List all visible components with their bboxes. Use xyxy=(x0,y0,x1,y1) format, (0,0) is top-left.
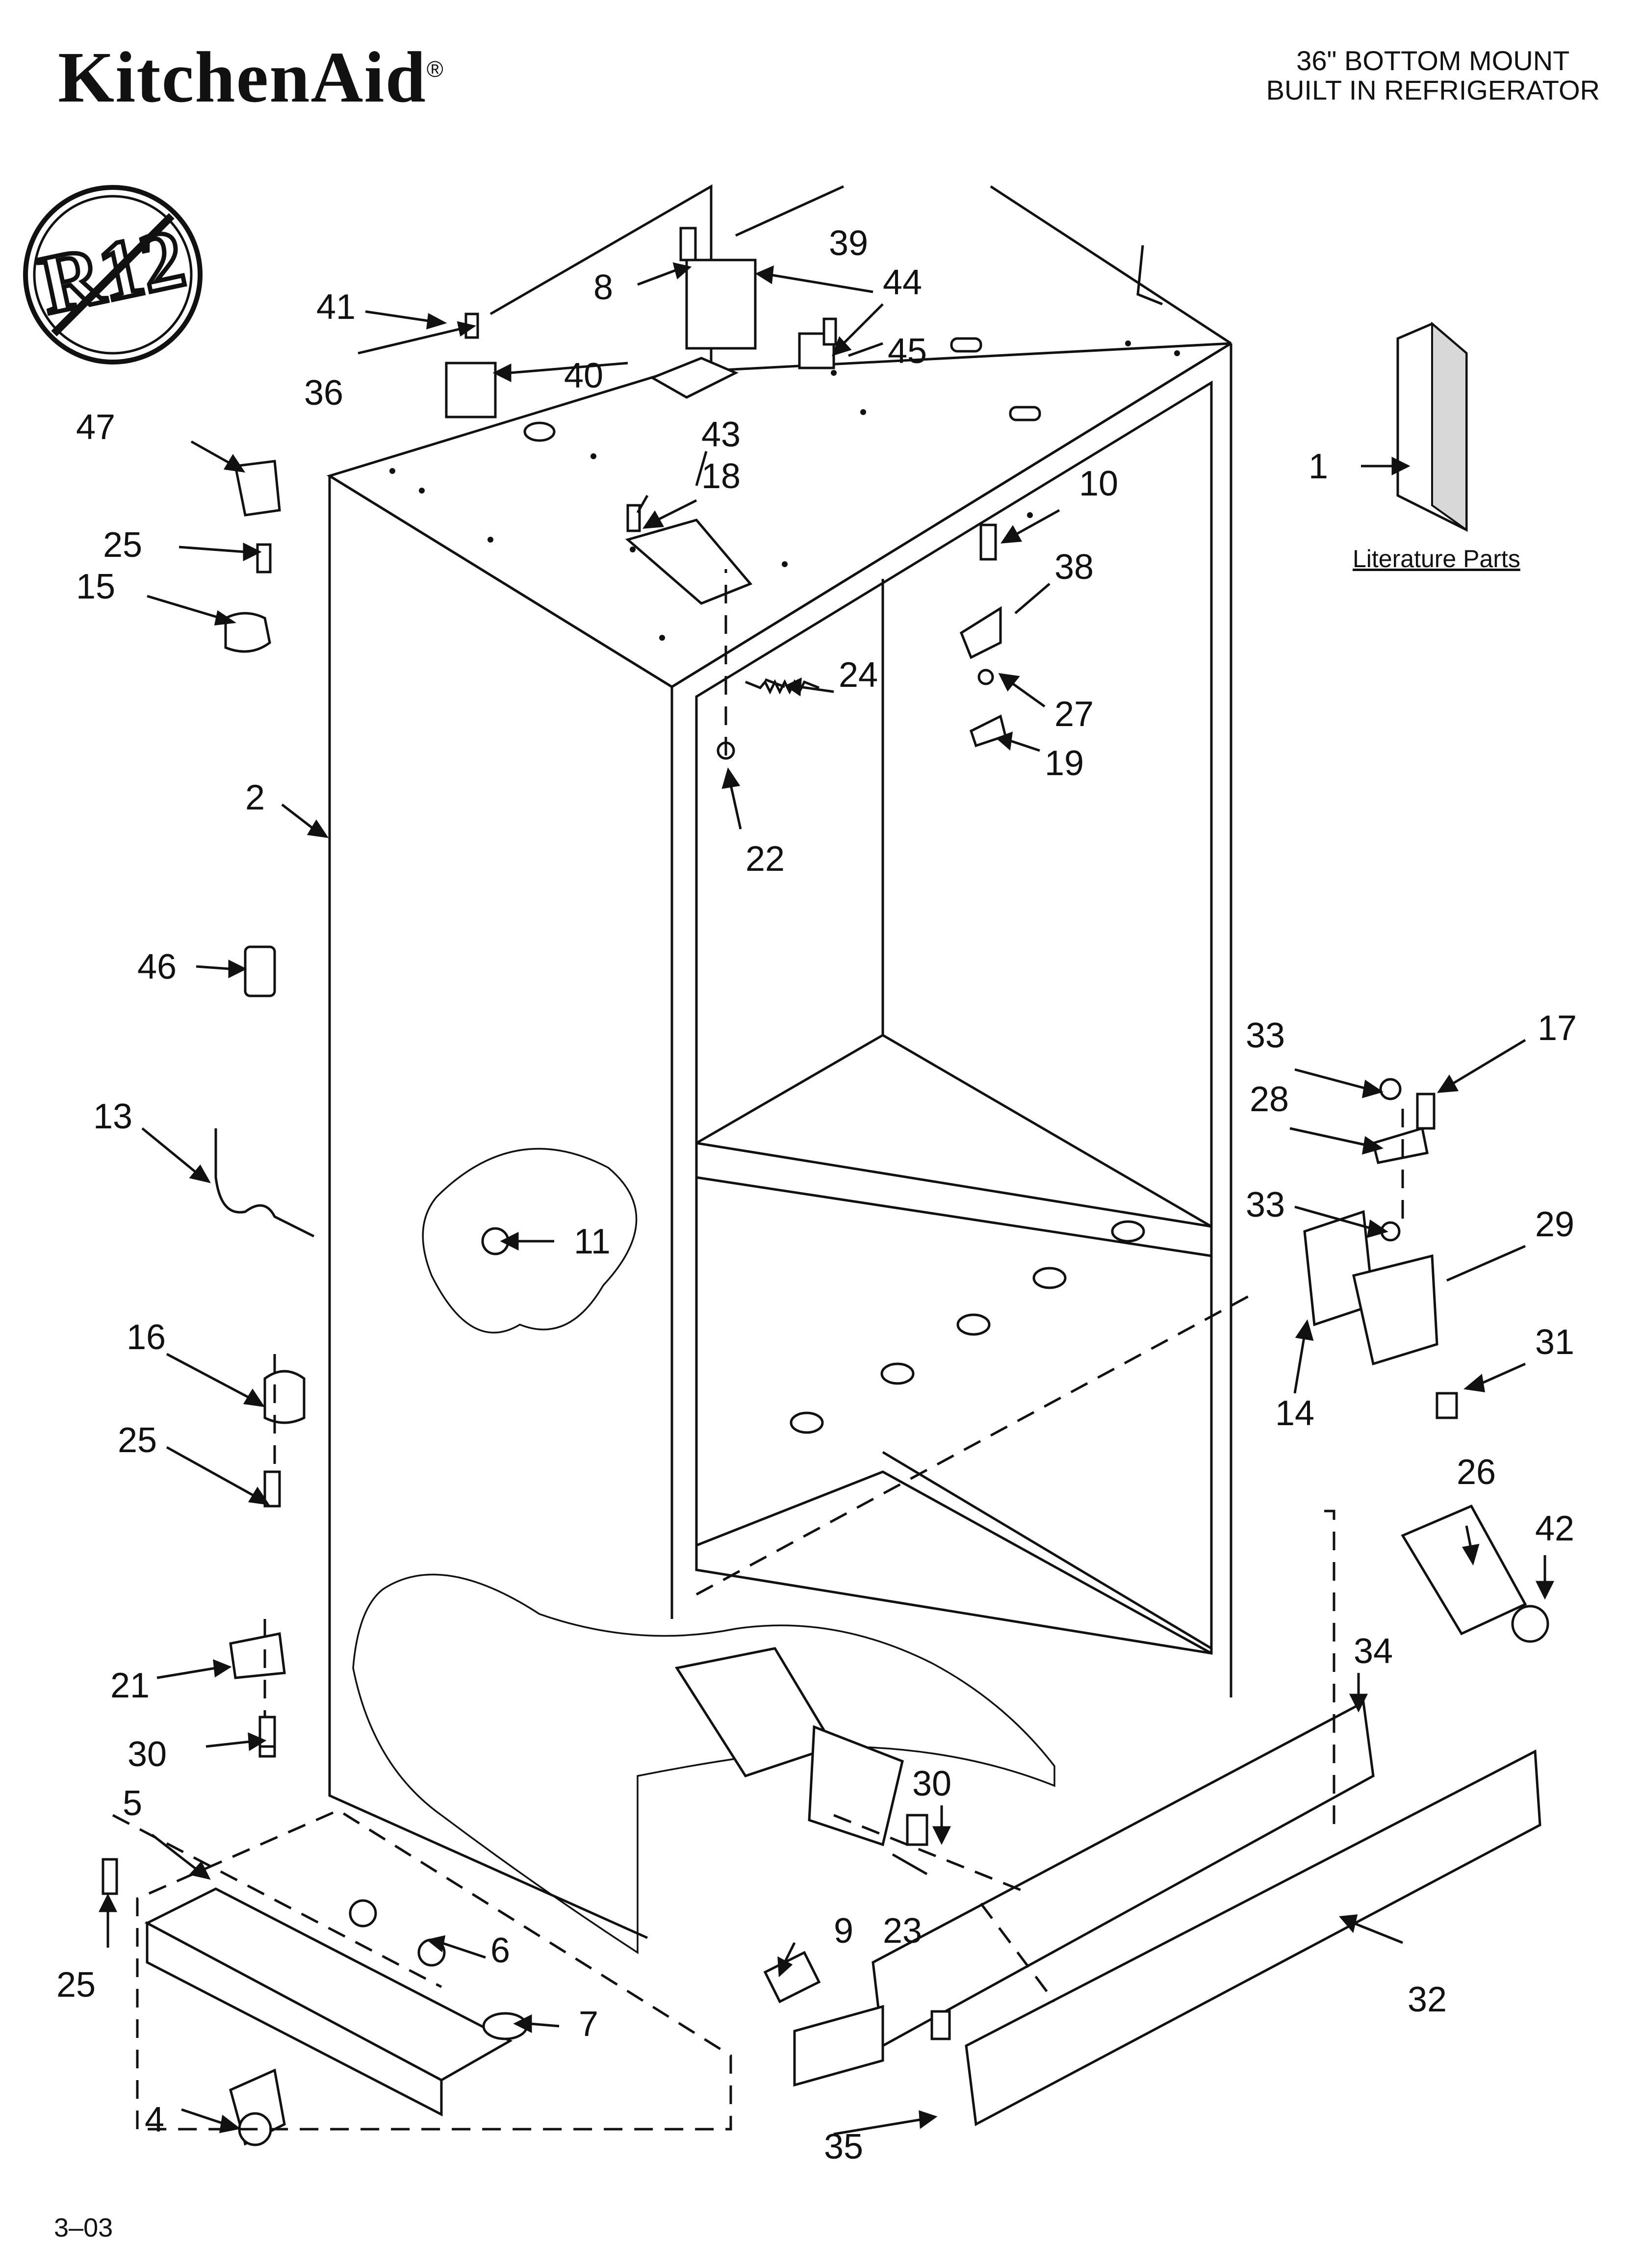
model-title-line1: 36" BOTTOM MOUNT xyxy=(1296,45,1570,76)
cabinet-liner xyxy=(326,184,1232,1955)
callout-32: 32 xyxy=(1408,1980,1447,2019)
model-title-line2: BUILT IN REFRIGERATOR xyxy=(1266,75,1600,105)
callout-43: 43 xyxy=(701,415,741,454)
callout-25b: 25 xyxy=(118,1421,157,1460)
callout-arrows xyxy=(98,262,1555,2136)
callout-numbers: 1 2 4 5 6 7 8 9 10 11 13 14 15 16 17 18 … xyxy=(56,224,1577,2166)
callout-35: 35 xyxy=(824,2127,863,2166)
callout-19: 19 xyxy=(1045,744,1084,783)
callout-10: 10 xyxy=(1079,464,1118,503)
callout-25c: 25 xyxy=(56,1965,96,2005)
callout-9: 9 xyxy=(834,1911,853,1951)
callout-25a: 25 xyxy=(103,525,142,565)
dashed-guides xyxy=(112,569,1404,2131)
callout-29: 29 xyxy=(1535,1205,1574,1244)
callout-6: 6 xyxy=(490,1931,510,1970)
literature-parts-label: Literature Parts xyxy=(1353,545,1520,573)
callout-38: 38 xyxy=(1054,547,1094,587)
callout-27: 27 xyxy=(1054,695,1094,734)
callout-30b: 30 xyxy=(912,1764,951,1803)
model-title: 36" BOTTOM MOUNT BUILT IN REFRIGERATOR xyxy=(1266,46,1600,105)
callout-21: 21 xyxy=(110,1666,150,1705)
callout-5: 5 xyxy=(123,1784,142,1823)
callout-33b: 33 xyxy=(1246,1185,1285,1225)
callout-13: 13 xyxy=(93,1097,132,1136)
callout-34: 34 xyxy=(1354,1632,1393,1671)
callout-42: 42 xyxy=(1535,1509,1574,1548)
callout-22: 22 xyxy=(745,839,785,879)
callout-16: 16 xyxy=(127,1318,166,1357)
callout-24: 24 xyxy=(839,655,878,695)
callout-40: 40 xyxy=(564,356,603,395)
callout-8: 8 xyxy=(593,268,613,307)
callout-18: 18 xyxy=(701,457,741,496)
callout-45: 45 xyxy=(888,332,927,371)
callout-47: 47 xyxy=(76,408,115,447)
callout-39: 39 xyxy=(829,224,868,263)
callout-14: 14 xyxy=(1275,1394,1314,1433)
no-r12-refrigerant-icon: R12 xyxy=(23,185,203,365)
callout-36: 36 xyxy=(304,373,343,413)
callout-30a: 30 xyxy=(128,1735,167,1774)
literature-booklet xyxy=(1396,321,1468,532)
callout-17: 17 xyxy=(1538,1009,1577,1048)
callout-44: 44 xyxy=(883,263,922,302)
callout-41: 41 xyxy=(316,287,356,327)
callout-1: 1 xyxy=(1308,447,1328,486)
callout-28: 28 xyxy=(1250,1080,1289,1119)
top-hardware xyxy=(102,227,1549,2146)
brand-logo: KitchenAid® xyxy=(58,37,444,118)
callout-7: 7 xyxy=(579,2005,598,2044)
callout-33a: 33 xyxy=(1246,1016,1285,1055)
callout-46: 46 xyxy=(137,947,177,987)
revision-code: 3–03 xyxy=(54,2213,113,2242)
callout-23: 23 xyxy=(883,1911,922,1951)
callout-2: 2 xyxy=(245,778,265,817)
callout-31: 31 xyxy=(1535,1323,1574,1362)
callout-11: 11 xyxy=(574,1222,611,1261)
callout-4: 4 xyxy=(145,2100,164,2139)
callout-26: 26 xyxy=(1457,1453,1496,1492)
callout-15: 15 xyxy=(76,567,115,606)
